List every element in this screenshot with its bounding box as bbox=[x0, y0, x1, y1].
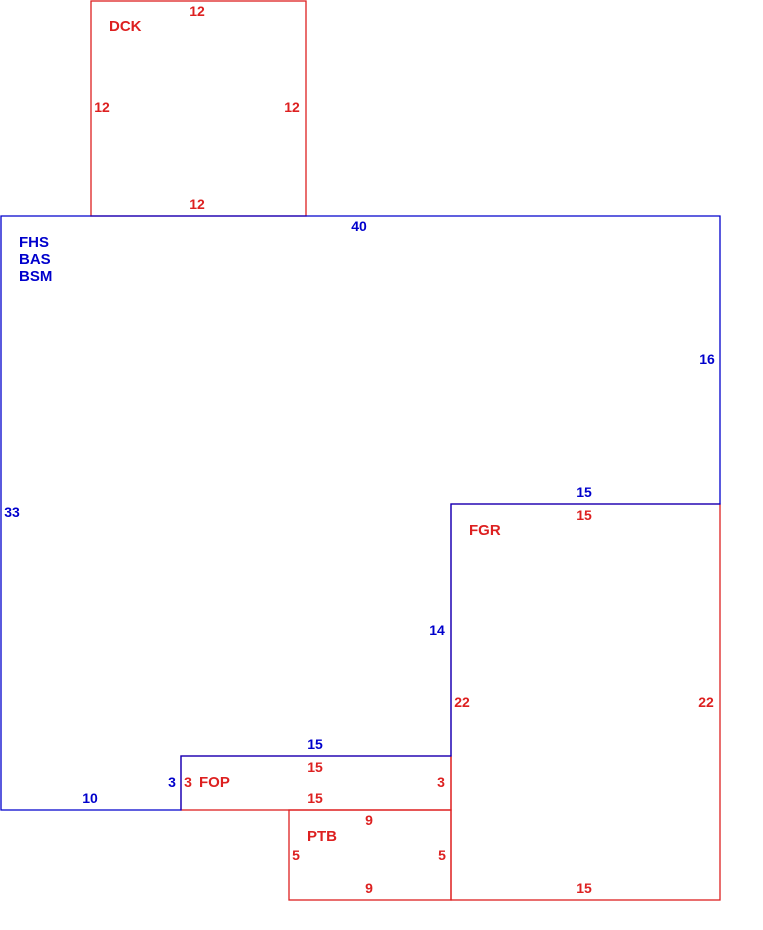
main-bottom-left-dimension: 10 bbox=[82, 790, 98, 806]
fgr-right-dimension: 22 bbox=[698, 694, 714, 710]
main-left-dimension: 33 bbox=[4, 504, 20, 520]
main-code-label-1: FHS bbox=[19, 234, 49, 251]
ptb-top-dimension: 9 bbox=[365, 812, 373, 828]
fop-code-label: FOP bbox=[199, 774, 230, 791]
dck-bottom-dimension: 12 bbox=[189, 196, 205, 212]
ptb-code-label: PTB bbox=[307, 828, 337, 845]
ptb-right-dimension: 5 bbox=[438, 847, 446, 863]
dck-top-dimension: 12 bbox=[189, 3, 205, 19]
main-step-top-dimension: 15 bbox=[576, 484, 592, 500]
fop-top-dimension: 15 bbox=[307, 759, 323, 775]
fop-right-dimension: 3 bbox=[437, 774, 445, 790]
fgr-outline bbox=[450, 503, 721, 901]
ptb-left-dimension: 5 bbox=[292, 847, 300, 863]
main-code-label-2: BAS bbox=[19, 251, 51, 268]
dck-left-dimension: 12 bbox=[94, 99, 110, 115]
fgr-bottom-dimension: 15 bbox=[576, 880, 592, 896]
main-fop-side-dimension: 3 bbox=[168, 774, 176, 790]
fop-bottom-dimension: 15 bbox=[307, 790, 323, 806]
fop-left-dimension: 3 bbox=[184, 774, 192, 790]
dck-code-label: DCK bbox=[109, 18, 142, 35]
dck-right-dimension: 12 bbox=[284, 99, 300, 115]
main-fop-top-dimension: 15 bbox=[307, 736, 323, 752]
ptb-bottom-dimension: 9 bbox=[365, 880, 373, 896]
main-living-outline bbox=[0, 215, 721, 811]
fgr-code-label: FGR bbox=[469, 522, 501, 539]
fgr-left-dimension: 22 bbox=[454, 694, 470, 710]
main-step-left-dimension: 14 bbox=[429, 622, 445, 638]
ptb-outline bbox=[288, 809, 452, 901]
main-top-dimension: 40 bbox=[351, 218, 367, 234]
fgr-top-dimension: 15 bbox=[576, 507, 592, 523]
main-code-label-3: BSM bbox=[19, 268, 52, 285]
main-right-dimension: 16 bbox=[699, 351, 715, 367]
